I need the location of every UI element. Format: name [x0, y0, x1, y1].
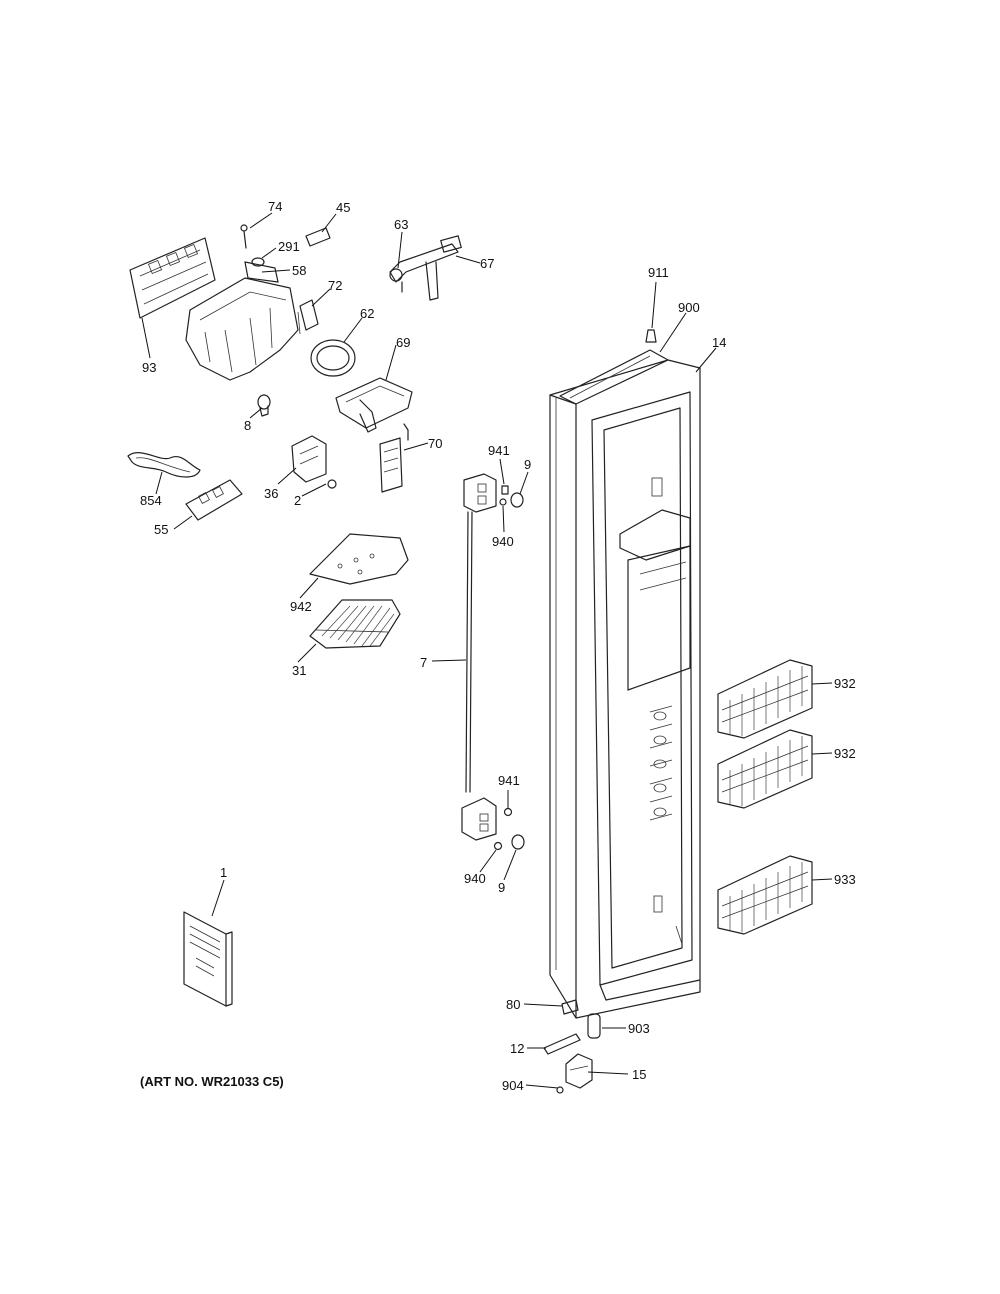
- bushing-80: [561, 999, 579, 1015]
- callout-67: 67: [480, 256, 494, 271]
- callout-903: 903: [628, 1021, 650, 1036]
- callout-941-top: 941: [488, 443, 510, 458]
- leader-lines: [141, 212, 833, 1089]
- hinge-pin-903: [587, 1013, 601, 1039]
- callout-1: 1: [220, 865, 227, 880]
- callout-2: 2: [294, 493, 301, 508]
- callout-72: 72: [328, 278, 342, 293]
- door-bin-932-upper: [717, 659, 813, 739]
- callout-36: 36: [264, 486, 278, 501]
- hinge-shim-12: [543, 1033, 581, 1055]
- knob-8: [257, 394, 271, 417]
- bushing-291: [251, 257, 265, 267]
- door-bin-933: [717, 855, 813, 935]
- callout-941-bottom: 941: [498, 773, 520, 788]
- callout-291: 291: [278, 239, 300, 254]
- drip-tray-cover-942: [309, 533, 409, 585]
- callout-55: 55: [154, 522, 168, 537]
- callout-12: 12: [510, 1041, 524, 1056]
- wire-harness-854: [127, 452, 201, 478]
- owners-manual-1: [183, 911, 233, 1007]
- switch-plate-55: [185, 479, 243, 521]
- callout-70: 70: [428, 436, 442, 451]
- callout-940-bottom: 940: [464, 871, 486, 886]
- callout-904: 904: [502, 1078, 524, 1093]
- drip-tray-31: [309, 599, 401, 649]
- callout-9-bottom: 9: [498, 880, 505, 895]
- ring-62: [310, 339, 356, 377]
- screw-2: [327, 479, 337, 489]
- art-number: (ART NO. WR21033 C5): [140, 1074, 284, 1089]
- water-tube-7: [461, 473, 497, 841]
- screw-74: [240, 224, 248, 249]
- callout-58: 58: [292, 263, 306, 278]
- fittings-bottom: [493, 807, 525, 851]
- callout-911: 911: [648, 265, 669, 280]
- callout-62: 62: [360, 306, 374, 321]
- callout-932-upper: 932: [834, 676, 856, 691]
- bracket-45: [305, 227, 331, 247]
- callout-900: 900: [678, 300, 700, 315]
- funnel-housing-69: [335, 377, 413, 433]
- bracket-36: [291, 435, 327, 483]
- callout-854: 854: [140, 493, 162, 508]
- callout-31: 31: [292, 663, 306, 678]
- callout-15: 15: [632, 1067, 646, 1082]
- screw-904: [556, 1086, 564, 1094]
- callout-45: 45: [336, 200, 350, 215]
- callout-80: 80: [506, 997, 520, 1012]
- callout-932-lower: 932: [834, 746, 856, 761]
- callout-7: 7: [420, 655, 427, 670]
- callout-69: 69: [396, 335, 410, 350]
- dispenser-housing: [185, 261, 299, 381]
- bracket-72: [297, 299, 319, 335]
- callout-93: 93: [142, 360, 156, 375]
- callout-8: 8: [244, 418, 251, 433]
- callout-63: 63: [394, 217, 408, 232]
- callout-942: 942: [290, 599, 312, 614]
- dispenser-control-panel: [129, 237, 216, 319]
- door-bin-932-lower: [717, 729, 813, 809]
- fittings-top: [499, 485, 524, 508]
- actuator-assembly: [389, 235, 462, 301]
- callout-940-top: 940: [492, 534, 514, 549]
- callout-labels: 74 45 291 63 67 58 72 62 93 69 8 70 854 …: [140, 199, 856, 1093]
- callout-933: 933: [834, 872, 856, 887]
- control-board-70: [379, 423, 409, 493]
- callout-9-top: 9: [524, 457, 531, 472]
- freezer-door-14: [549, 329, 701, 1019]
- callout-14: 14: [712, 335, 726, 350]
- callout-74: 74: [268, 199, 282, 214]
- hinge-bracket-15: [565, 1053, 593, 1089]
